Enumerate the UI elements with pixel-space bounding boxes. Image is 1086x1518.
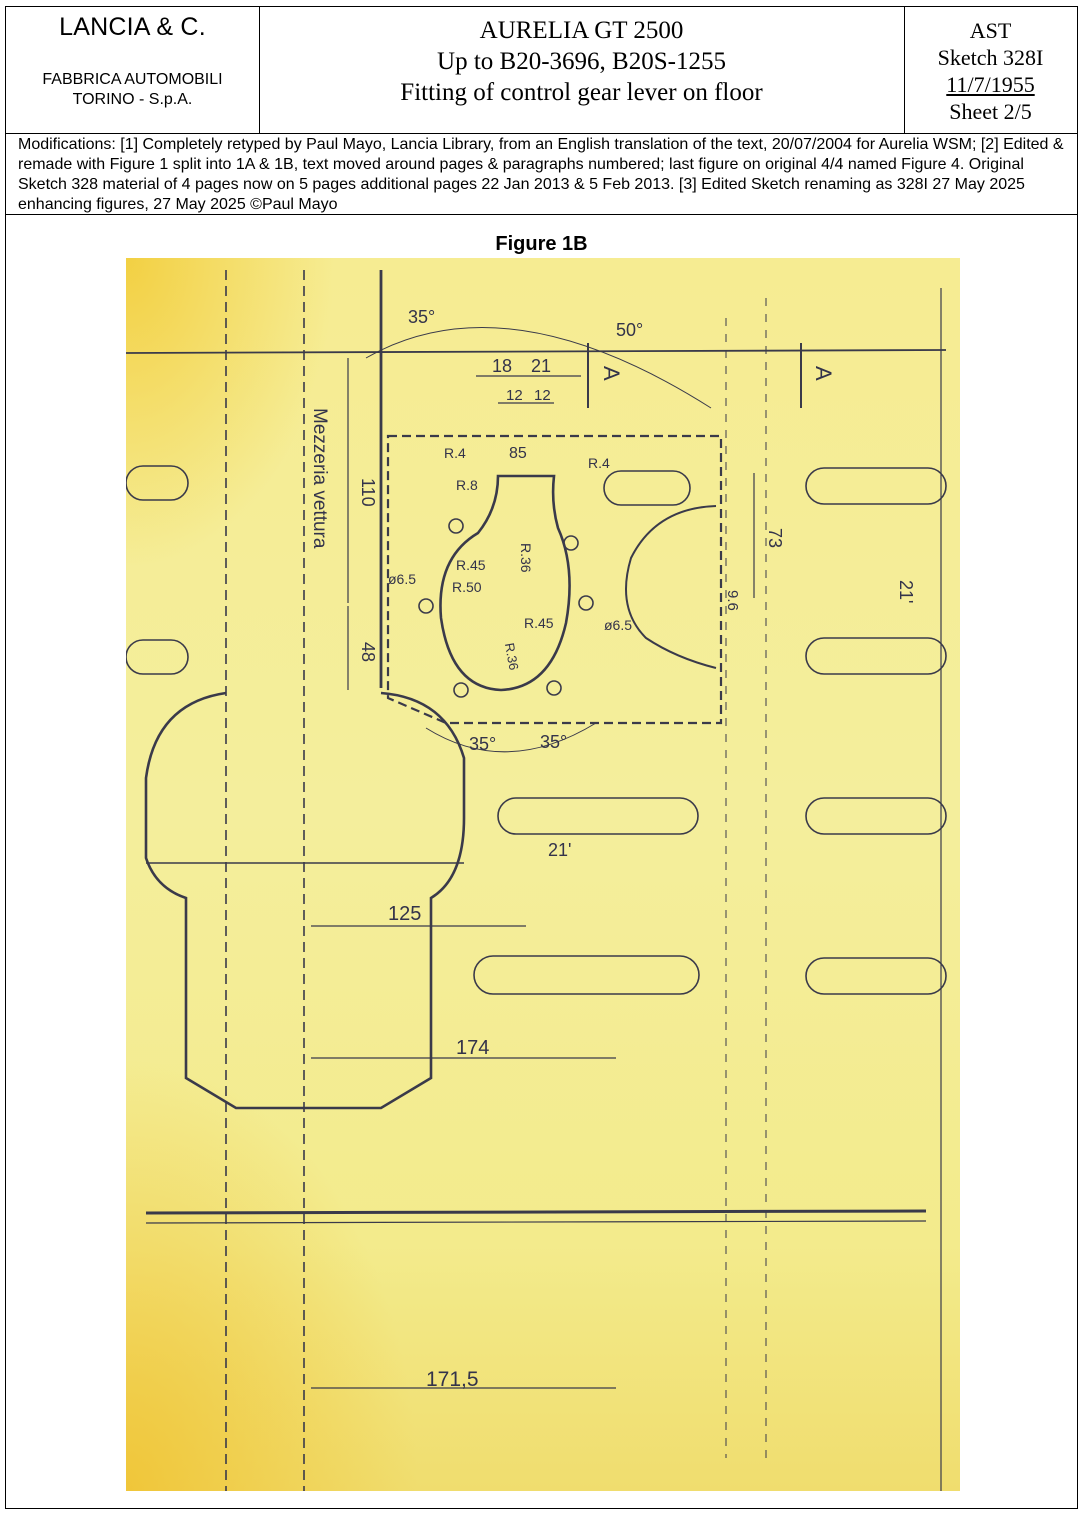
document-description: Fitting of control gear lever on floor — [400, 79, 763, 106]
frame-line-5 — [145, 1209, 927, 1215]
label-r45b: R.45 — [524, 615, 554, 631]
frame-line-6 — [145, 1220, 927, 1224]
label-angle-35-left: 35° — [469, 734, 496, 754]
company-name: LANCIA & C. — [59, 13, 206, 41]
slot-mid-2 — [473, 955, 700, 995]
slot-right-4 — [805, 957, 947, 995]
bolt-hole-4 — [578, 595, 594, 611]
label-section-a1: A — [599, 366, 624, 381]
bolt-hole-2 — [563, 535, 579, 551]
bolt-hole-1 — [448, 518, 464, 534]
company-cell: LANCIA & C. FABBRICA AUTOMOBILI TORINO -… — [6, 7, 260, 133]
label-dim-12b: 12 — [534, 387, 551, 404]
label-r50: R.50 — [452, 579, 482, 595]
slot-mid-1 — [497, 797, 699, 835]
label-r36a: R.36 — [518, 543, 534, 573]
label-dim-21p-right: 21' — [896, 580, 916, 603]
reference-cell: AST Sketch 328I 11/7/1955 Sheet 2/5 — [904, 7, 1077, 133]
bolt-hole-6 — [546, 680, 562, 696]
bolt-hole-5 — [453, 682, 469, 698]
technical-drawing: Mezzeria vettura 35° 50° 18 21 12 12 A A… — [126, 258, 960, 1491]
right-curved-cutout — [625, 505, 717, 669]
document-title: AURELIA GT 2500 — [479, 17, 684, 44]
title-cell: AURELIA GT 2500 Up to B20-3696, B20S-125… — [259, 7, 905, 133]
label-r45a: R.45 — [456, 557, 486, 573]
factory-name: FABBRICA AUTOMOBILI TORINO - S.p.A. — [6, 70, 259, 110]
slot-small — [603, 470, 691, 506]
slot-right-2 — [805, 637, 947, 675]
label-r36b: R.36 — [502, 642, 522, 672]
angle-arc-bottom — [425, 722, 597, 753]
label-dim-85: 85 — [509, 445, 527, 462]
paper-burn-bottom — [126, 258, 960, 1491]
factory-line-2: TORINO - S.p.A. — [72, 91, 193, 108]
label-dim-1715: 171,5 — [426, 1368, 479, 1391]
label-dim-174: 174 — [456, 1037, 489, 1059]
label-dim-73: 73 — [765, 528, 785, 548]
document-subtitle: Up to B20-3696, B20S-1255 — [437, 48, 726, 75]
slot-left-1 — [126, 465, 189, 501]
figure-title: Figure 1B — [495, 233, 588, 255]
label-r8: R.8 — [456, 477, 478, 493]
label-section-a2: A — [811, 366, 836, 381]
gear-lever-cutout — [439, 474, 571, 692]
label-dim-96: 9.6 — [724, 590, 741, 611]
title-block: LANCIA & C. FABBRICA AUTOMOBILI TORINO -… — [6, 7, 1077, 134]
label-r4b: R.4 — [588, 455, 610, 471]
sketch-date: 11/7/1955 — [946, 72, 1035, 97]
sheet-number: Sheet 2/5 — [949, 99, 1032, 124]
bolt-hole-3 — [418, 598, 434, 614]
mounting-plate-outline — [386, 434, 723, 725]
angle-arc-top — [365, 327, 712, 409]
sketch-number: Sketch 328I — [937, 45, 1044, 70]
modifications-note: Modifications: [1] Completely retyped by… — [6, 133, 1077, 215]
label-dim-48: 48 — [358, 642, 378, 662]
label-centerline: Mezzeria vettura — [309, 408, 330, 549]
slot-left-2 — [126, 639, 189, 675]
label-d65a: ø6.5 — [388, 571, 416, 587]
label-r4a: R.4 — [444, 445, 466, 461]
label-dim-21: 21 — [531, 356, 551, 376]
slot-right-3 — [805, 797, 947, 835]
slot-right-1 — [805, 467, 947, 505]
label-angle-35-right: 35° — [540, 732, 567, 752]
label-angle-50: 50° — [616, 320, 643, 340]
label-dim-18: 18 — [492, 356, 512, 376]
label-angle-35-top: 35° — [408, 307, 435, 327]
label-dim-21p-mid: 21' — [548, 840, 571, 860]
factory-line-1: FABBRICA AUTOMOBILI — [42, 71, 223, 88]
label-dim-12a: 12 — [506, 387, 523, 404]
frame-line-4 — [126, 349, 947, 354]
tunnel-outline — [144, 691, 466, 1110]
ref-code: AST — [969, 18, 1012, 43]
document-sheet: LANCIA & C. FABBRICA AUTOMOBILI TORINO -… — [5, 6, 1078, 1509]
label-dim-110: 110 — [358, 478, 378, 507]
label-d65b: ø6.5 — [604, 617, 632, 633]
label-dim-125: 125 — [388, 903, 421, 925]
